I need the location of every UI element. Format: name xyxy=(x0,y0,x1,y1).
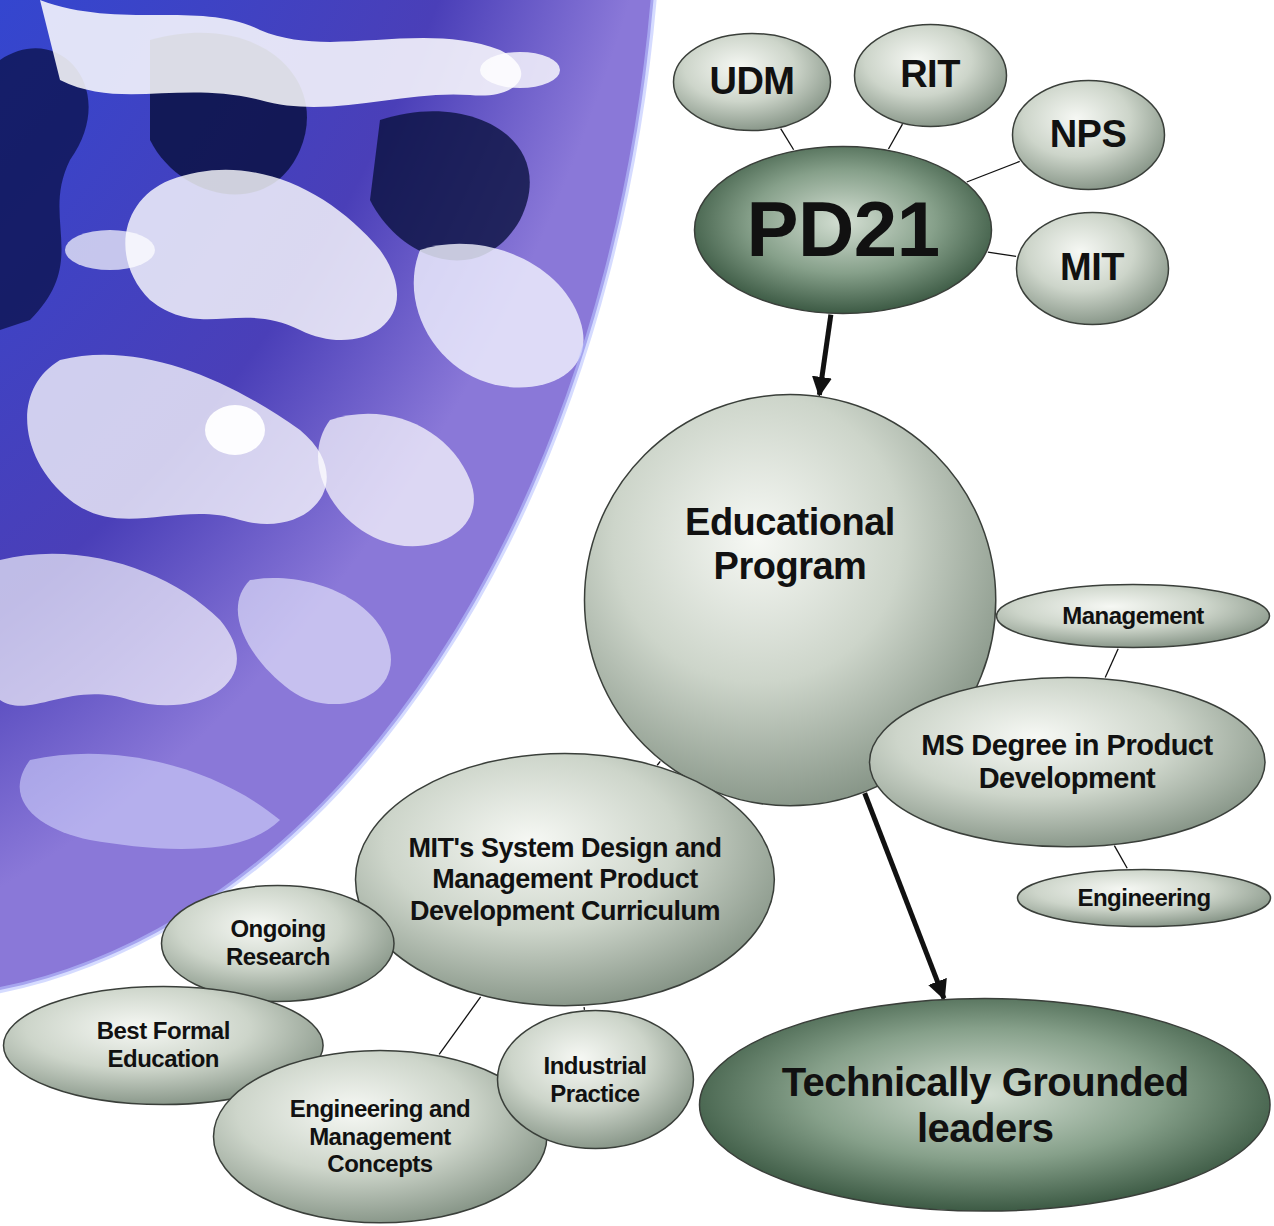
ellipse-shape xyxy=(997,585,1270,648)
text-block: PD21 xyxy=(746,185,939,275)
node-label: PD21 xyxy=(746,185,939,275)
ellipse-shape xyxy=(869,677,1265,846)
topic-ellipse: Ongoing Research xyxy=(160,884,396,1003)
topic-ellipse: MIT's System Design and Management Produ… xyxy=(354,752,776,1007)
ellipse-shape xyxy=(162,885,395,1001)
ellipse-shape xyxy=(695,147,992,314)
ellipse-shape xyxy=(1018,870,1271,927)
connector-line xyxy=(657,761,660,765)
node-label: Management xyxy=(1062,602,1204,630)
key-ellipse: Technically Grounded leaders xyxy=(698,997,1272,1213)
node-label: RIT xyxy=(900,53,960,97)
ellipse-shape xyxy=(356,754,775,1006)
topic-ellipse: MS Degree in Product Development xyxy=(868,676,1267,848)
connector-line xyxy=(988,252,1016,256)
text-block: Management xyxy=(1062,602,1204,630)
connector-line xyxy=(1114,846,1127,869)
text-area: Management xyxy=(995,583,1271,649)
text-area: MS Degree in Product Development xyxy=(868,676,1267,848)
topic-ellipse: NPS xyxy=(1011,79,1166,191)
topic-ellipse: RIT xyxy=(853,23,1008,128)
cloud-cover xyxy=(0,0,584,849)
text-area: Technically Grounded leaders xyxy=(698,997,1272,1213)
ellipse-shape xyxy=(1012,81,1164,190)
text-block: Industrial Practice xyxy=(523,1052,667,1107)
text-area: MIT's System Design and Management Produ… xyxy=(354,752,776,1007)
topic-ellipse: UDM xyxy=(672,32,832,132)
ellipse-shape xyxy=(700,999,1271,1212)
node-label: Educational Program xyxy=(634,501,946,588)
text-block: Engineering xyxy=(1077,884,1210,912)
key-ellipse: PD21 xyxy=(693,145,993,315)
text-area: RIT xyxy=(853,23,1008,128)
node-label: Technically Grounded leaders xyxy=(762,1059,1209,1151)
text-block: RIT xyxy=(900,53,960,97)
text-area: MIT xyxy=(1015,211,1170,326)
text-area: PD21 xyxy=(693,145,993,315)
text-area: Ongoing Research xyxy=(160,884,396,1003)
connector-line xyxy=(583,1007,585,1010)
node-label: MIT xyxy=(1060,246,1124,290)
text-area: Engineering xyxy=(1016,868,1272,928)
text-block: MS Degree in Product Development xyxy=(911,729,1222,796)
node-label: UDM xyxy=(709,60,794,104)
text-block: UDM xyxy=(709,60,794,104)
text-block: MIT's System Design and Management Produ… xyxy=(395,833,735,926)
ellipse-shape xyxy=(854,24,1006,126)
connector-line xyxy=(888,124,902,149)
text-block: MIT xyxy=(1060,246,1124,290)
ellipse-shape xyxy=(497,1011,693,1149)
text-area: NPS xyxy=(1011,79,1166,191)
connector-line xyxy=(439,997,480,1054)
connector-line xyxy=(781,129,794,150)
text-block: Best Formal Education xyxy=(49,1017,277,1072)
text-block: Educational Program xyxy=(634,501,946,588)
topic-ellipse: MIT xyxy=(1015,211,1170,326)
node-label: MS Degree in Product Development xyxy=(911,729,1222,796)
text-area: UDM xyxy=(672,32,832,132)
text-area: Industrial Practice xyxy=(496,1009,695,1150)
text-block: Technically Grounded leaders xyxy=(762,1059,1209,1151)
text-block: Engineering and Management Concepts xyxy=(259,1095,501,1178)
node-label: MIT's System Design and Management Produ… xyxy=(395,833,735,926)
text-block: NPS xyxy=(1050,113,1127,157)
node-label: Ongoing Research xyxy=(198,915,358,970)
topic-ellipse: Engineering xyxy=(1016,868,1272,928)
arrow-connector xyxy=(819,315,830,395)
ellipse-shape xyxy=(1016,212,1168,324)
connector-line xyxy=(1105,649,1118,678)
node-label: Engineering xyxy=(1077,884,1210,912)
ellipse-shape xyxy=(674,34,831,131)
topic-ellipse: Industrial Practice xyxy=(496,1009,695,1150)
topic-ellipse: Management xyxy=(995,583,1271,649)
node-label: Best Formal Education xyxy=(49,1017,277,1072)
connector-line xyxy=(967,161,1020,182)
node-label: NPS xyxy=(1050,113,1127,157)
text-block: Ongoing Research xyxy=(198,915,358,970)
node-label: Engineering and Management Concepts xyxy=(259,1095,501,1178)
node-label: Industrial Practice xyxy=(523,1052,667,1107)
ellipse-outline xyxy=(698,997,1272,1213)
